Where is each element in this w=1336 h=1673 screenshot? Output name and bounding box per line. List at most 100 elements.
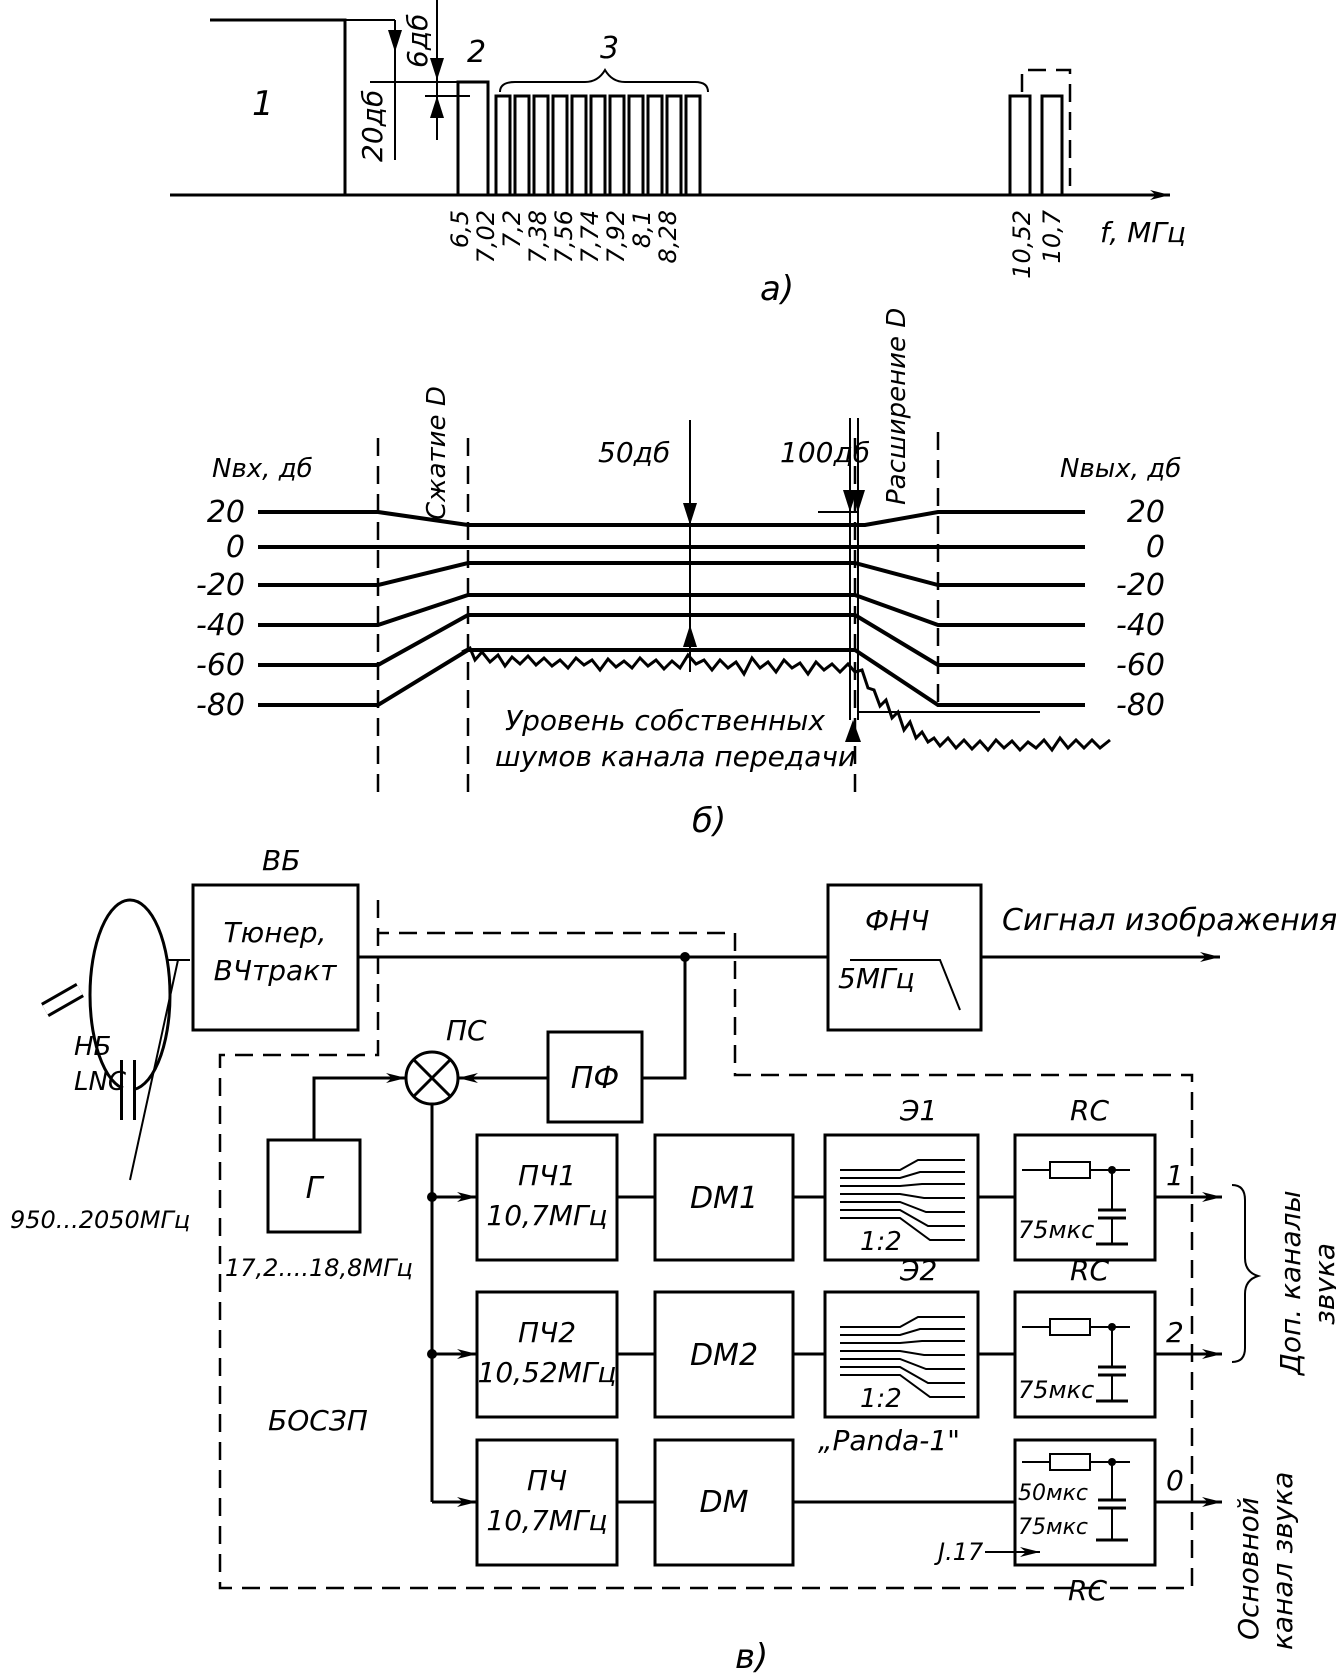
- noise-floor-trace: [461, 645, 1111, 753]
- vb-label: ВБ: [262, 844, 300, 877]
- panel-c: НБ LNC 950...2050МГц ВБ Тюнер, ВЧтракт Ф…: [10, 844, 1336, 1673]
- tick-label: 7,74: [576, 210, 604, 263]
- input-tick: -40: [196, 608, 245, 643]
- if0-block: [475, 1438, 619, 1567]
- level-lines: [258, 510, 1085, 707]
- dm1-block: [653, 1133, 795, 1262]
- input-level-ticks: 20 0 -20 -40 -60 -80: [196, 495, 245, 723]
- tick-label: 8,1: [628, 210, 656, 248]
- rc0-block: [1013, 1438, 1157, 1567]
- tick-label: 10,7: [1038, 209, 1066, 263]
- output-level-axis-label: Nвых, дб: [1060, 454, 1181, 484]
- lpf-frequency: 5МГц: [838, 962, 915, 995]
- input-tick: 20: [207, 495, 245, 530]
- tick-label: 7,56: [550, 210, 578, 263]
- rc0-circuit: [1022, 1453, 1130, 1542]
- output-tick: -80: [1116, 688, 1165, 723]
- label-carriers-3: 3: [600, 31, 619, 66]
- generator-frequency: 17,2....18,8МГц: [225, 1254, 413, 1282]
- main-sound-carrier: [456, 80, 490, 197]
- output-tick: -60: [1116, 648, 1165, 683]
- label-video-block: 1: [252, 84, 274, 124]
- if1-label-line2: 10,7МГц: [486, 1199, 607, 1232]
- main-channel-line2: канал звука: [1266, 1472, 1299, 1650]
- out1-label: 1: [1166, 1159, 1184, 1192]
- if1-block: [475, 1133, 619, 1262]
- out2-label: 2: [1166, 1316, 1184, 1349]
- if1-label-line1: ПЧ1: [518, 1159, 576, 1192]
- sound-unit-enclosure: [218, 900, 1194, 1590]
- panel-b: Nвх, дб Nвых, дб 20 0 -20 -40 -60 -80 20…: [196, 308, 1181, 841]
- dm0-block: [653, 1438, 795, 1567]
- frequency-axis-label: f, МГц: [1100, 216, 1186, 249]
- caption-a: a): [760, 269, 794, 309]
- input-tick: -60: [196, 648, 245, 683]
- tick-label: 7,2: [498, 210, 526, 248]
- rc1-label: RC: [1070, 1094, 1109, 1127]
- label-carrier-2: 2: [467, 35, 486, 70]
- if0-label-line1: ПЧ: [527, 1464, 567, 1497]
- label-20db: 20дб: [356, 90, 389, 162]
- rc0-label: RC: [1068, 1574, 1107, 1607]
- bosz-label: БОСЗП: [268, 1404, 368, 1437]
- tick-label: 7,38: [524, 210, 552, 263]
- carrier-10-7: [1040, 94, 1064, 197]
- compression-label: Сжатие D: [422, 386, 452, 520]
- out0-label: 0: [1166, 1464, 1184, 1497]
- tau0a-label: 50мкс: [1018, 1481, 1088, 1506]
- caption-b: б): [692, 801, 726, 841]
- if0-label-line2: 10,7МГц: [486, 1504, 607, 1537]
- lpf-title: ФНЧ: [865, 904, 929, 937]
- output-tick: 0: [1146, 530, 1165, 565]
- tick-label: 7,02: [472, 210, 500, 263]
- tuner-label-line1: Тюнер,: [224, 916, 327, 949]
- noise-label-line1: Уровень собственных: [505, 704, 825, 737]
- lnb-leader-line: [129, 959, 179, 1181]
- ps-label: ПС: [446, 1014, 487, 1047]
- lpf-block: [826, 883, 983, 1032]
- caption-c: в): [735, 1637, 768, 1673]
- e2-label: Э2: [899, 1254, 937, 1287]
- expansion-label: Расширение D: [882, 308, 912, 505]
- if2-label-line1: ПЧ2: [518, 1316, 576, 1349]
- rc2-circuit: [1022, 1318, 1130, 1403]
- dm1-label: DM1: [690, 1181, 758, 1216]
- pf-label: ПФ: [571, 1061, 619, 1096]
- label-50db: 50дб: [598, 436, 670, 469]
- input-tick: -20: [196, 568, 245, 603]
- e2-ratio: 1:2: [860, 1384, 902, 1414]
- video-spectrum-block: [210, 18, 347, 195]
- main-channel-line1: Основной: [1232, 1497, 1265, 1640]
- tick-label: 8,28: [654, 210, 682, 263]
- input-tick: -80: [196, 688, 245, 723]
- output-tick: -20: [1116, 568, 1165, 603]
- extra-channels-line2: звука: [1308, 1243, 1336, 1325]
- extra-channels-line1: Доп. каналы: [1274, 1190, 1307, 1377]
- rc2-block: [1013, 1290, 1157, 1419]
- lnb-frequency-label: 950...2050МГц: [10, 1206, 190, 1234]
- lnb-feed-arm: [41, 983, 136, 1120]
- label-6db: 6дб: [401, 14, 434, 68]
- e1-ratio: 1:2: [860, 1227, 902, 1257]
- j17-label: J.17: [934, 1538, 984, 1566]
- video-signal-label: Сигнал изображения: [1002, 903, 1336, 938]
- pf-block: [546, 1030, 644, 1124]
- if2-label-line2: 10,52МГц: [478, 1356, 617, 1389]
- additional-carriers: [494, 94, 702, 197]
- generator-label: Г: [306, 1171, 325, 1206]
- rc2-label: RC: [1070, 1254, 1109, 1287]
- tick-label: 6,5: [446, 210, 474, 248]
- generator-to-mixer: [312, 1073, 406, 1140]
- extra-channels-brace: [1231, 1184, 1262, 1363]
- nb-label: НБ: [74, 1032, 111, 1062]
- rc1-block: [1013, 1133, 1157, 1262]
- carrier-10-52: [1008, 94, 1032, 197]
- panel-a: 1 2 3 20дб 6дб 6,5 7,02 7,2 7,38 7,56 7,…: [170, 0, 1186, 309]
- dm2-label: DM2: [690, 1338, 758, 1373]
- panda-label: „Panda-1": [818, 1424, 960, 1457]
- output-tick: -40: [1116, 608, 1165, 643]
- tau1-label: 75мкс: [1018, 1216, 1094, 1244]
- e1-label: Э1: [899, 1094, 937, 1127]
- output-level-ticks: 20 0 -20 -40 -60 -80: [1116, 495, 1165, 723]
